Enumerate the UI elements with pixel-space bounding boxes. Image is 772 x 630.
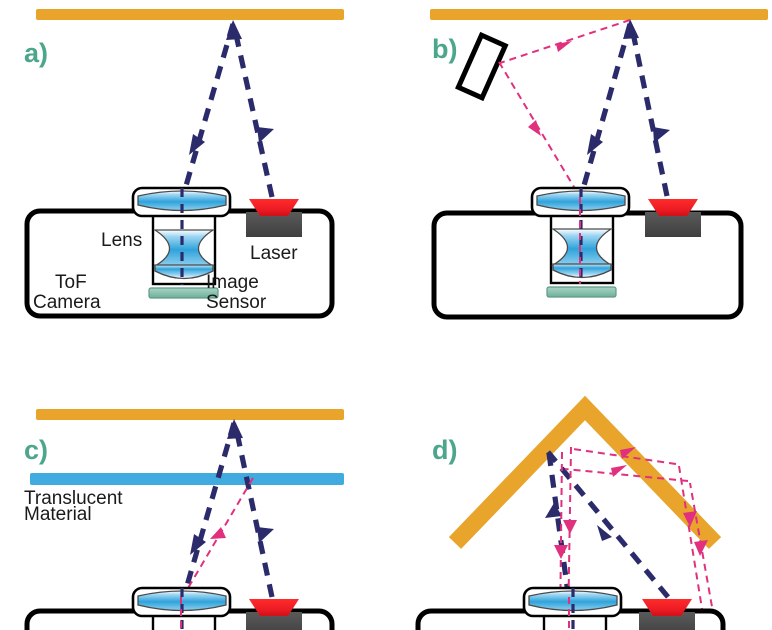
panel-a-laser-block bbox=[246, 212, 302, 237]
panel-c: c) Translucent Material bbox=[24, 409, 344, 630]
panel-b-ray-returning bbox=[576, 23, 633, 204]
panel-c-translucent-sheet bbox=[30, 473, 344, 485]
panel-a-tof-camera-label-line2: Camera bbox=[33, 292, 101, 313]
panel-d-lens-front bbox=[528, 590, 618, 612]
panel-a: a) Lens Laser ToF Camera Image Sensor bbox=[24, 9, 344, 319]
panel-b-multipath-lens-arrowhead bbox=[528, 120, 541, 136]
panel-d-label: d) bbox=[432, 435, 457, 465]
panel-a-image-sensor-label-line2: Sensor bbox=[206, 292, 267, 313]
panel-a-ray-outgoing bbox=[232, 29, 275, 198]
panel-a-ray-outgoing-tip bbox=[226, 20, 242, 40]
panel-b-laser-emitter bbox=[648, 199, 698, 216]
panel-d-multipath-right-up-arrowhead-1 bbox=[683, 511, 697, 527]
panel-d-ray-outgoing bbox=[545, 450, 671, 599]
panel-a-label: a) bbox=[24, 38, 48, 68]
panel-a-lens-rear bbox=[154, 264, 214, 280]
panel-d-multipath-left-arrowhead-1 bbox=[563, 520, 577, 534]
panel-a-image-sensor-label-line1: Image bbox=[206, 272, 259, 293]
panel-a-laser-emitter bbox=[249, 199, 299, 216]
panel-a-lens-front bbox=[137, 190, 227, 212]
panel-b: b) bbox=[430, 9, 768, 320]
panel-a-ray-returning bbox=[178, 23, 236, 204]
panel-d-ray-outgoing-arrowhead bbox=[597, 525, 612, 541]
panel-d-multipath-cross-lower-arrowhead bbox=[611, 465, 627, 477]
panel-a-lens-label: Lens bbox=[101, 230, 142, 251]
panel-a-laser-label: Laser bbox=[250, 243, 298, 264]
panel-b-mirror bbox=[455, 31, 509, 102]
panel-b-label: b) bbox=[432, 34, 457, 64]
panel-b-laser-block bbox=[645, 212, 701, 237]
panel-c-ray-outgoing bbox=[233, 427, 275, 598]
panel-d-multipath-right-up-1 bbox=[678, 465, 704, 616]
panel-d-laser-emitter bbox=[642, 599, 692, 616]
panel-b-wall bbox=[430, 9, 768, 20]
panel-d-ray-returning-arrowhead bbox=[545, 503, 562, 518]
panel-a-ray-outgoing-arrowhead bbox=[257, 127, 274, 143]
panel-a-wall bbox=[36, 9, 344, 20]
panel-d-multipath-cross-upper-arrowhead bbox=[620, 447, 636, 459]
panel-b-multipath-mirror-arrowhead bbox=[556, 41, 572, 52]
panel-d-multipath-right-up-2 bbox=[689, 482, 715, 619]
panel-c-wall bbox=[36, 409, 344, 420]
panel-c-laser-emitter bbox=[249, 599, 299, 616]
panel-c-label: c) bbox=[24, 435, 48, 465]
panel-d-corner-reflector bbox=[448, 395, 722, 549]
panel-d-multipath-cross-lower bbox=[564, 468, 689, 482]
panel-d-laser-block bbox=[639, 612, 695, 630]
panel-c-multipath-arrowhead bbox=[210, 527, 226, 539]
panel-a-ray-returning-arrowhead bbox=[189, 134, 205, 155]
panel-d-multipath-left-arrowhead-2 bbox=[554, 545, 568, 559]
panel-a-tof-camera-label-line1: ToF bbox=[55, 272, 87, 293]
panel-a-image-sensor bbox=[148, 287, 219, 299]
panel-b-multipath-mirror-to-lens bbox=[498, 61, 581, 198]
panel-c-multipath-ray bbox=[180, 477, 254, 601]
panel-c-translucent-material-label-line1: Translucent bbox=[24, 488, 123, 509]
panel-b-multipath-wall-to-mirror bbox=[499, 19, 631, 64]
panel-d-multipath-left-down-1 bbox=[567, 446, 572, 630]
panel-b-ray-outgoing bbox=[629, 27, 670, 197]
panel-b-image-sensor bbox=[546, 286, 617, 298]
panel-c-ray-returning-arrowhead bbox=[190, 534, 206, 555]
panel-c-ray-outgoing-tip bbox=[227, 419, 243, 439]
panel-c-translucent-material-label-line2: Material bbox=[24, 504, 92, 525]
panel-d: d) bbox=[415, 395, 726, 630]
panel-c-ray-returning bbox=[179, 422, 237, 604]
panel-c-ray-outgoing-arrowhead bbox=[257, 527, 274, 543]
panel-b-ray-returning-arrowhead bbox=[587, 134, 603, 155]
panel-b-ray-outgoing-arrowhead bbox=[653, 127, 670, 143]
panel-c-laser-block bbox=[246, 612, 302, 630]
panel-d-multipath-right-up-arrowhead-2 bbox=[694, 540, 708, 556]
